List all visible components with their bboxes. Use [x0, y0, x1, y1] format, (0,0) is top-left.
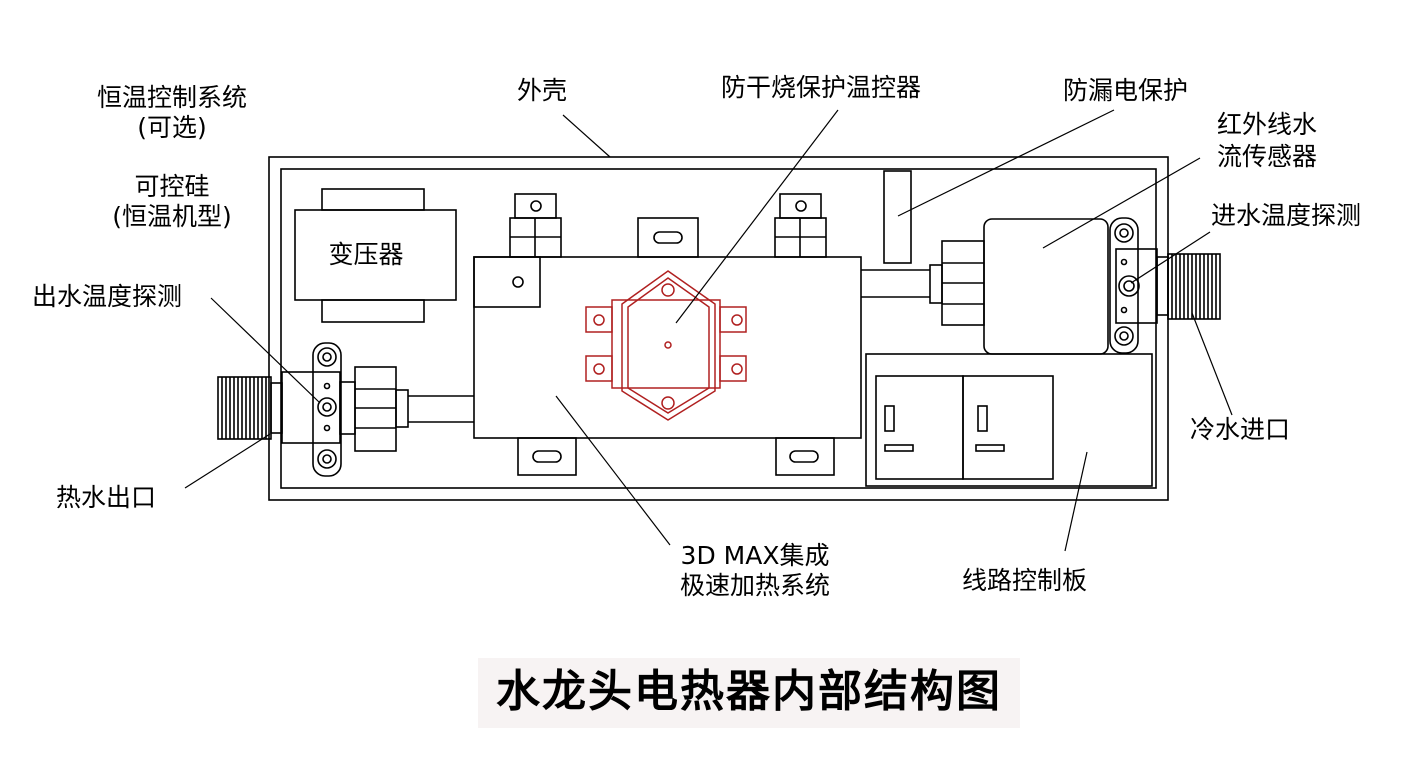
- terminal-right: [774, 193, 827, 258]
- housing-label: 外壳: [517, 76, 568, 105]
- mount-bottom-right: [775, 437, 835, 476]
- inlet-temp-probe-label: 进水温度探测: [1211, 201, 1362, 230]
- dry-burn-thermostat: [585, 270, 747, 421]
- outlet-temp-probe-label: 出水温度探测: [32, 282, 183, 311]
- dry-burn-thermostat-label: 防干烧保护温控器: [721, 73, 922, 102]
- thyristor-label: 可控硅: [134, 172, 210, 201]
- outlet-probe: [312, 342, 342, 477]
- diagram-title: 水龙头电热器内部结构图: [496, 666, 1002, 717]
- heating-system-label-2: 极速加热系统: [679, 571, 830, 600]
- hot-water-outlet-label: 热水出口: [56, 483, 157, 512]
- ir-flow-sensor-label-2: 流传感器: [1217, 142, 1318, 171]
- transformer-label: 变压器: [328, 240, 403, 269]
- terminal-left: [509, 193, 562, 258]
- transformer: [294, 188, 457, 323]
- cold-water-inlet-label: 冷水进口: [1190, 415, 1291, 444]
- control-board: [865, 353, 1153, 487]
- mount-bottom-left: [517, 437, 577, 476]
- ir-flow-sensor-label-1: 红外线水: [1217, 110, 1318, 139]
- leakage-protection-module: [883, 170, 912, 264]
- optional-label: (可选): [137, 113, 207, 142]
- inlet-thread: [1156, 253, 1221, 320]
- outlet-pipe: [281, 366, 474, 452]
- inlet-pipe: [861, 240, 985, 326]
- mount-top: [637, 217, 699, 258]
- housing-inner: [280, 168, 1157, 489]
- heating-system-label-1: 3D MAX集成: [680, 541, 830, 570]
- thermostat-model-label: (恒温机型): [112, 202, 232, 231]
- housing-outer: [268, 156, 1169, 501]
- leader-lines: [184, 109, 1233, 552]
- title-background: [478, 658, 1020, 728]
- thermostat-system-label: 恒温控制系统: [96, 83, 247, 112]
- outlet-thread: [217, 376, 283, 440]
- control-board-label: 线路控制板: [962, 566, 1088, 595]
- leakage-protection-label: 防漏电保护: [1063, 76, 1189, 105]
- flow-sensor: [983, 218, 1109, 355]
- inlet-probe: [1109, 217, 1158, 354]
